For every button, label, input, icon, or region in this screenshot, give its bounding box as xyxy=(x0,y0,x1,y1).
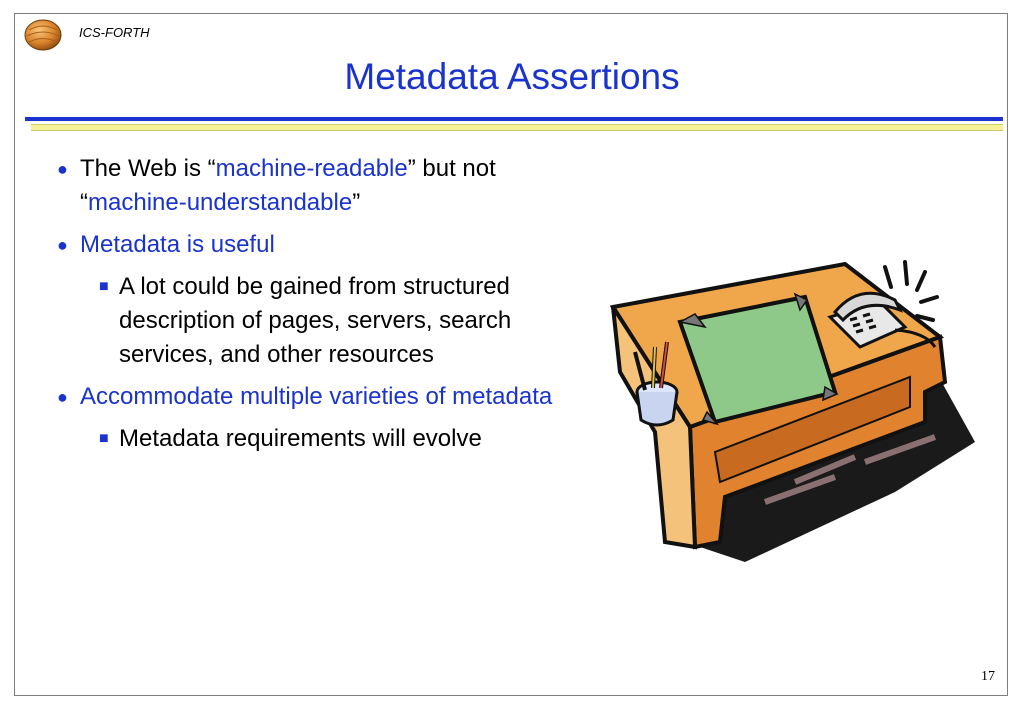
square-bullet-icon: ■ xyxy=(99,430,109,447)
bullet-item: ● Accommodate multiple varieties of meta… xyxy=(57,380,577,414)
square-bullet-icon: ■ xyxy=(99,278,109,295)
page-title: Metadata Assertions xyxy=(344,56,680,97)
bullet-text: A lot could be gained from structured de… xyxy=(119,273,512,368)
bullet-item: ● The Web is “machine-readable” but not … xyxy=(57,152,577,220)
sub-bullet-item: ■ Metadata requirements will evolve xyxy=(57,422,577,456)
bullet-text: The Web is “ xyxy=(80,155,216,182)
bullet-emphasis: machine-readable xyxy=(215,155,408,182)
title-divider-yellow xyxy=(31,124,1003,131)
organization-label: ICS-FORTH xyxy=(79,25,150,40)
bullet-text: ” xyxy=(352,189,361,216)
title-divider-blue xyxy=(25,117,1003,121)
circle-bullet-icon: ● xyxy=(57,159,68,179)
orange-sphere-logo-icon xyxy=(24,19,62,51)
bullet-text: Accommodate multiple varieties of metada… xyxy=(80,383,553,410)
bullet-emphasis: machine-understandable xyxy=(88,189,353,216)
bullet-text: ” but not “ xyxy=(80,155,496,216)
bullet-list: ● The Web is “machine-readable” but not … xyxy=(57,152,577,464)
circle-bullet-icon: ● xyxy=(57,235,68,255)
bullet-text: Metadata requirements will evolve xyxy=(119,425,482,452)
slide: ICS-FORTH Metadata Assertions ● The Web … xyxy=(14,13,1008,696)
sub-bullet-item: ■ A lot could be gained from structured … xyxy=(57,270,577,372)
bullet-item: ● Metadata is useful xyxy=(57,228,577,262)
desk-telephone-clipart-icon xyxy=(609,260,975,562)
circle-bullet-icon: ● xyxy=(57,387,68,407)
bullet-text: Metadata is useful xyxy=(80,231,275,258)
page-number: 17 xyxy=(981,669,995,684)
